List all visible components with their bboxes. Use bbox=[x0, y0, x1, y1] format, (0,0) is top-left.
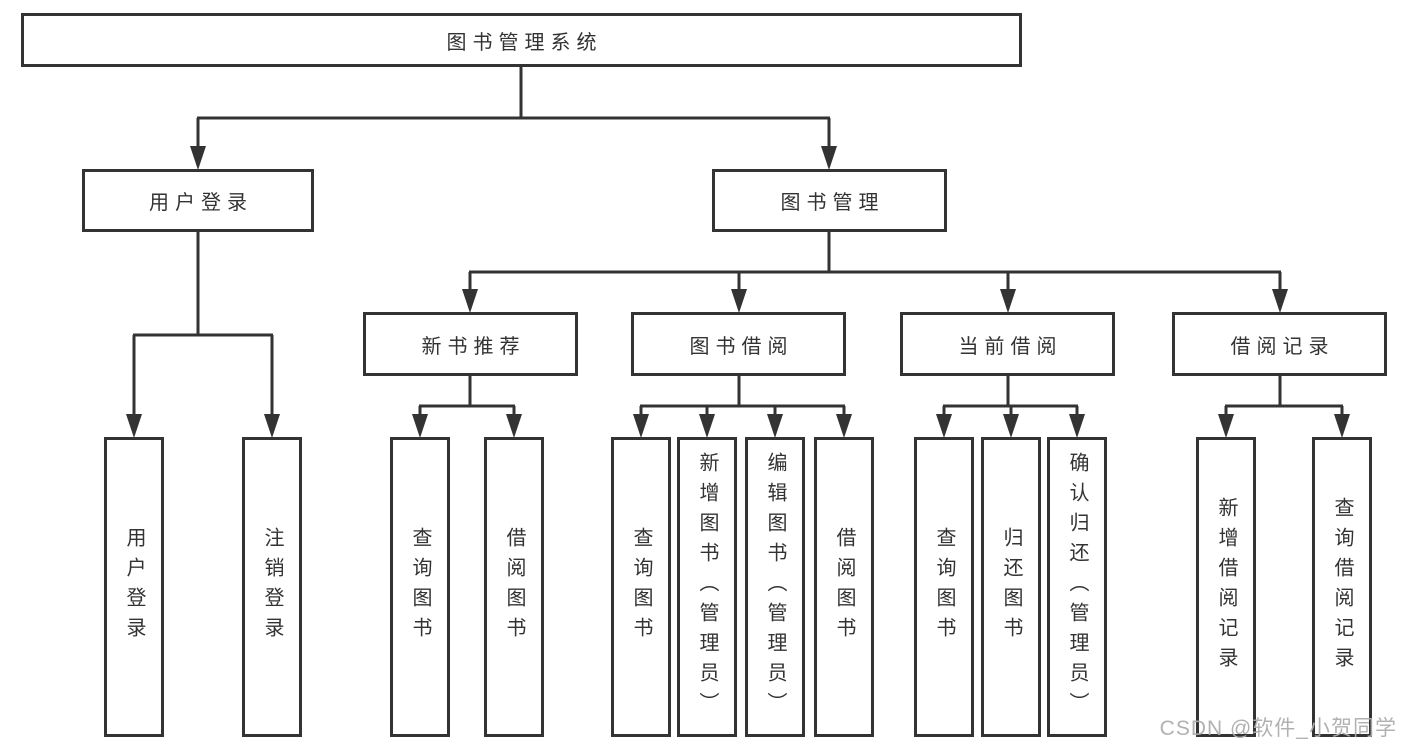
leaf-query-borrow-record: 查询借阅记录 bbox=[1312, 437, 1372, 737]
node-label: 新书推荐 bbox=[421, 335, 526, 358]
node-label: 图书管理 bbox=[780, 192, 885, 214]
node-book-management: 图书管理 bbox=[712, 169, 947, 232]
node-book-borrowing: 图书借阅 bbox=[631, 312, 846, 376]
node-borrowing-records: 借阅记录 bbox=[1172, 312, 1387, 376]
leaf-borrow-book-1: 借阅图书 bbox=[484, 437, 544, 737]
leaf-label: 用户登录 bbox=[123, 527, 145, 647]
leaf-label: 借阅图书 bbox=[833, 527, 855, 647]
leaf-logout: 注销登录 bbox=[242, 437, 302, 737]
leaf-label: 编辑图书（管理员） bbox=[764, 452, 786, 722]
node-new-book-recommendation: 新书推荐 bbox=[363, 312, 578, 376]
leaf-label: 借阅图书 bbox=[503, 527, 525, 647]
leaf-label: 查询借阅记录 bbox=[1331, 497, 1353, 677]
node-label: 图书借阅 bbox=[689, 335, 794, 358]
csdn-watermark: CSDN @软件_小贺同学 bbox=[1159, 717, 1397, 740]
leaf-query-book-1: 查询图书 bbox=[390, 437, 450, 737]
node-label: 当前借阅 bbox=[958, 335, 1063, 358]
leaf-return-book: 归还图书 bbox=[981, 437, 1041, 737]
leaf-confirm-return-admin: 确认归还（管理员） bbox=[1047, 437, 1107, 737]
node-root-system: 图书管理系统 bbox=[21, 13, 1022, 67]
leaf-label: 查询图书 bbox=[933, 527, 955, 647]
node-label: 借阅记录 bbox=[1230, 335, 1335, 358]
leaf-borrow-book-2: 借阅图书 bbox=[814, 437, 874, 737]
leaf-label: 注销登录 bbox=[261, 527, 283, 647]
node-label: 用户登录 bbox=[149, 192, 253, 214]
leaf-label: 查询图书 bbox=[409, 527, 431, 647]
leaf-edit-book-admin: 编辑图书（管理员） bbox=[745, 437, 805, 737]
leaf-label: 确认归还（管理员） bbox=[1066, 452, 1088, 722]
node-current-borrowing: 当前借阅 bbox=[900, 312, 1115, 376]
leaf-add-book-admin: 新增图书（管理员） bbox=[677, 437, 737, 737]
leaf-add-borrow-record: 新增借阅记录 bbox=[1196, 437, 1256, 737]
leaf-user-login: 用户登录 bbox=[104, 437, 164, 737]
leaf-query-book-2: 查询图书 bbox=[611, 437, 671, 737]
leaf-label: 归还图书 bbox=[1000, 527, 1022, 647]
leaf-query-book-3: 查询图书 bbox=[914, 437, 974, 737]
node-user-login: 用户登录 bbox=[82, 169, 314, 232]
tree-edges bbox=[132, 66, 1344, 433]
leaf-label: 新增图书（管理员） bbox=[696, 452, 718, 722]
node-label: 图书管理系统 bbox=[446, 31, 603, 54]
leaf-label: 新增借阅记录 bbox=[1215, 497, 1237, 677]
leaf-label: 查询图书 bbox=[630, 527, 652, 647]
